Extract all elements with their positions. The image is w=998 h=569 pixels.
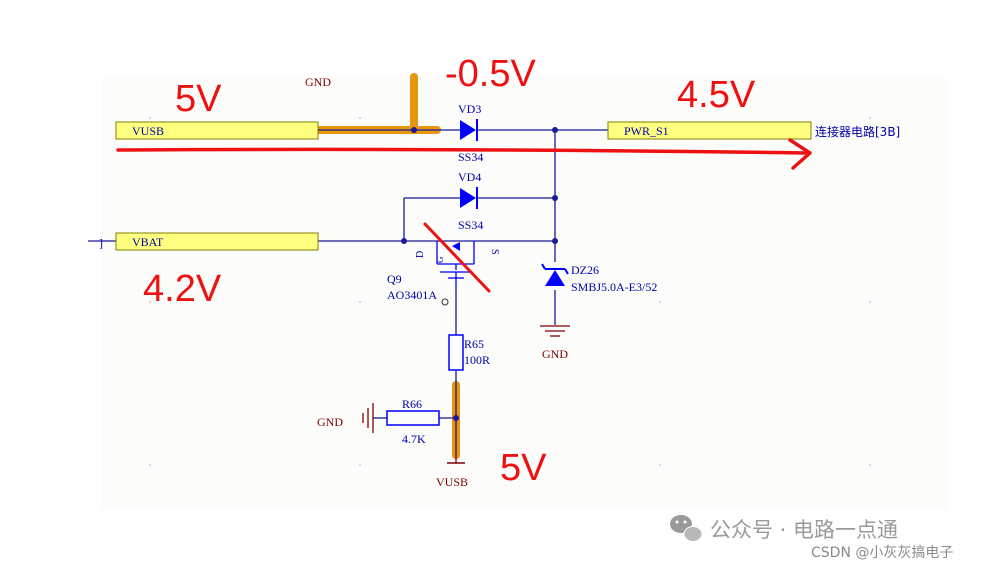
port-pwr-s1: PWR_S1 [607, 121, 812, 140]
grid-dots [149, 117, 871, 466]
gnd-r66-symbol [362, 403, 374, 433]
gnd-top-label: GND [305, 75, 331, 89]
q9-pin-d: D [415, 251, 426, 258]
q9-pin-s: S [489, 249, 500, 255]
wires [88, 129, 608, 455]
vd4-ref: VD4 [458, 170, 481, 184]
annotation-gate-5v: 5V [500, 447, 547, 489]
gnd-zener-symbol [540, 325, 570, 337]
vd4-value: SS34 [458, 218, 483, 232]
gnd-zener-label: GND [542, 347, 568, 361]
q9-pin-g: G [435, 256, 445, 263]
annotation-drop: -0.5V [445, 53, 536, 95]
port-vusb-label: VUSB [132, 124, 164, 138]
vbat-left-ref: ] [99, 236, 103, 250]
resistor-r66-symbol [386, 410, 440, 426]
dz26-value: SMBJ5.0A-E3/52 [571, 280, 657, 294]
current-flow-arrow [116, 138, 812, 170]
r66-value: 4.7K [402, 432, 426, 446]
watermark-channel: 公众号 · 电路一点通 [710, 518, 898, 542]
watermark-source: CSDN @小灰灰搞电子 [811, 545, 953, 561]
vusb-bottom-label: VUSB [436, 475, 468, 489]
port-pwr-s1-label: PWR_S1 [624, 124, 669, 138]
vd3-value: SS34 [458, 150, 483, 164]
r66-ref: R66 [402, 397, 422, 411]
wechat-icon [670, 515, 703, 542]
q9-ref: Q9 [387, 272, 402, 286]
port-vusb: VUSB [115, 121, 319, 140]
q9-gate-dot [441, 298, 449, 306]
gnd-r66-label: GND [317, 415, 343, 429]
mosfet-q9-symbol [436, 241, 475, 285]
connector-ref: 连接器电路[3B] [815, 124, 900, 139]
junction-dots [401, 127, 558, 421]
q9-value: AO3401A [387, 288, 437, 302]
vd3-ref: VD3 [458, 102, 481, 116]
port-vbat-label: VBAT [132, 235, 164, 249]
schematic-sheet [102, 77, 947, 510]
zener-dz26-symbol [541, 263, 569, 286]
r65-ref: R65 [464, 337, 484, 351]
annotation-vbat-4-2v: 4.2V [143, 268, 222, 310]
diode-vd3-symbol [460, 119, 478, 141]
q9-strike-line [423, 222, 491, 293]
resistor-r65-symbol [448, 334, 464, 371]
r65-value: 100R [464, 353, 490, 367]
port-vbat: VBAT [115, 232, 319, 251]
diode-vd4-symbol [460, 187, 478, 209]
annotation-vusb-5v: 5V [175, 78, 222, 120]
annotation-output-4-5v: 4.5V [677, 74, 756, 116]
dz26-ref: DZ26 [571, 263, 599, 277]
